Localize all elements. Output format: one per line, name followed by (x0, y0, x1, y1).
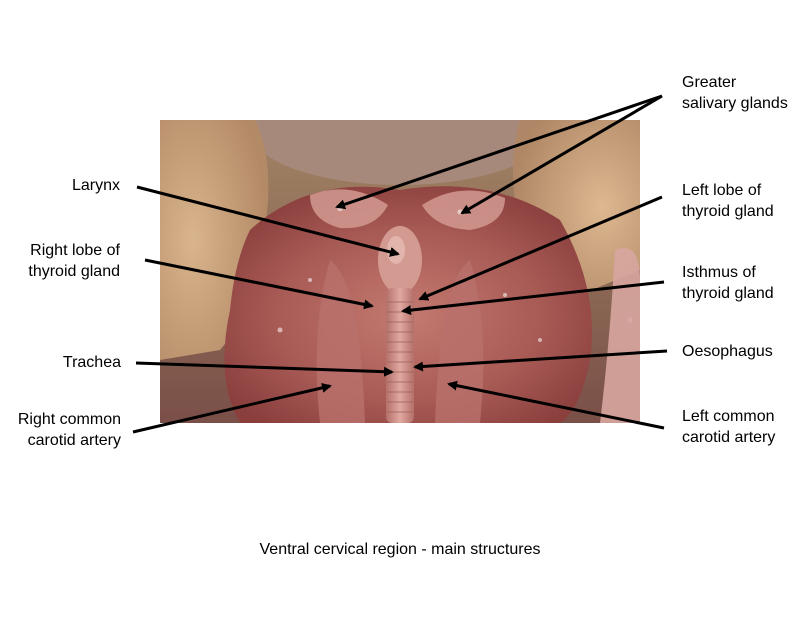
label-left-lobe-thyroid: Left lobe of thyroid gland (682, 182, 774, 220)
dissection-illustration (160, 120, 640, 423)
label-larynx: Larynx (71, 177, 120, 194)
label-trachea: Trachea (62, 354, 121, 371)
label-right-lobe-thyroid: Right lobe of thyroid gland (28, 242, 120, 280)
label-left-common-carotid: Left common carotid artery (682, 408, 776, 446)
figure-caption: Ventral cervical region - main structure… (259, 541, 541, 558)
label-oesophagus: Oesophagus (682, 343, 773, 360)
label-right-common-carotid: Right common carotid artery (17, 411, 121, 449)
label-greater-salivary-glands: Greater salivary glands (682, 74, 788, 112)
dissection-photo (160, 120, 640, 423)
label-isthmus-thyroid: Isthmus of thyroid gland (682, 264, 774, 302)
